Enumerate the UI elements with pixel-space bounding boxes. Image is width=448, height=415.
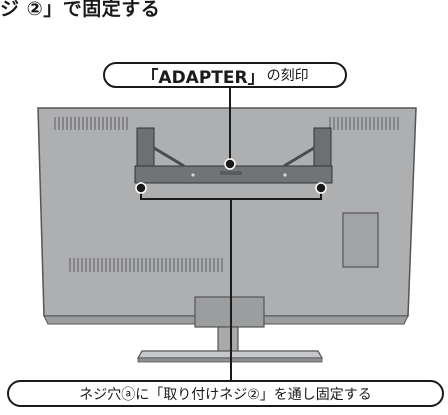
stand-neck — [194, 296, 265, 328]
connector-panel — [342, 212, 379, 268]
screw-instruction-callout: ネジ穴ⓐに「取り付けネジ②」を通し固定する — [7, 380, 444, 407]
adapter-marking-point — [224, 158, 236, 170]
screw-hole-right — [315, 182, 327, 194]
screw-hole-left — [135, 182, 147, 194]
middle-vents — [69, 258, 223, 272]
section-heading: ジ ②」で固定する — [0, 0, 161, 20]
adapter-marking-suffix: の刻印 — [266, 68, 309, 84]
adapter-marking-callout: 「ADAPTER」の刻印 — [103, 62, 347, 88]
top-vents — [54, 117, 399, 130]
adapter-marking-bold: 「ADAPTER」 — [141, 67, 265, 88]
adapter-bracket — [134, 127, 333, 184]
leader-lines — [140, 88, 322, 380]
